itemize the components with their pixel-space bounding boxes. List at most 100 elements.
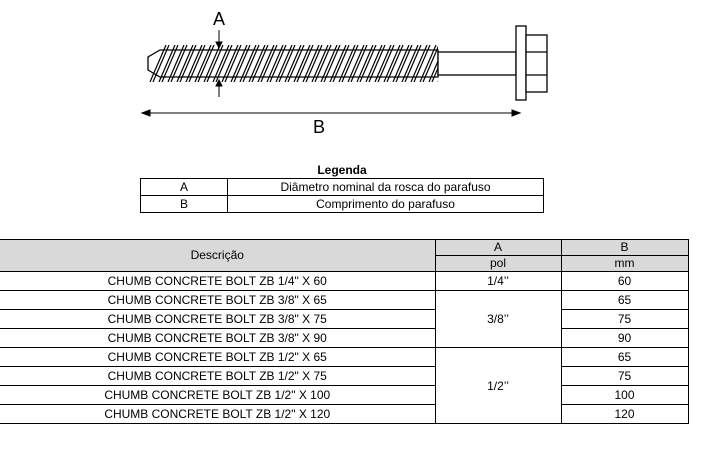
legend-value: Diâmetro nominal da rosca do parafuso — [227, 178, 544, 196]
cell-a: 1/4’’ — [434, 271, 562, 291]
thread-line — [413, 45, 431, 82]
cell-b: 65 — [560, 347, 689, 367]
thread-line — [167, 45, 185, 82]
cell-b: 75 — [560, 309, 689, 329]
dimension-a-label: A — [213, 9, 225, 29]
cell-b: 100 — [560, 385, 689, 405]
legend-key: A — [140, 178, 228, 196]
header-a-unit: pol — [434, 255, 562, 272]
cell-b: 75 — [560, 366, 689, 386]
thread-line — [347, 45, 365, 82]
thread-line — [212, 45, 230, 82]
thread-line — [158, 45, 176, 82]
thread-line — [251, 45, 269, 82]
thread-line — [284, 45, 302, 82]
thread-line — [428, 59, 438, 82]
thread-line — [419, 45, 437, 82]
cell-b: 120 — [560, 404, 689, 424]
thread-line — [248, 45, 266, 82]
thread-line — [242, 45, 260, 82]
cell-descricao: CHUMB CONCRETE BOLT ZB 1/2" X 75 — [0, 366, 436, 386]
bolt-head — [515, 25, 548, 101]
table-row: CHUMB CONCRETE BOLT ZB 3/8" X 90 90 — [0, 328, 689, 348]
product-table-wrapper: Descrição A B pol mm CHUMB CONCRETE BOLT… — [0, 239, 689, 424]
thread-line — [359, 45, 377, 82]
cell-b: 90 — [560, 328, 689, 348]
thread-line — [257, 45, 275, 82]
thread-line — [278, 45, 296, 82]
thread-line — [188, 45, 206, 82]
legend-value: Comprimento do parafuso — [227, 195, 544, 213]
thread-line — [314, 45, 332, 82]
dimension-b — [140, 109, 522, 117]
thread-line — [320, 45, 338, 82]
thread-line — [233, 45, 251, 82]
legend-table: A Diâmetro nominal da rosca do parafuso … — [140, 178, 544, 213]
legend-row: B Comprimento do parafuso — [140, 195, 544, 213]
thread-line — [368, 45, 386, 82]
thread-line — [170, 45, 188, 82]
thread-line — [194, 45, 212, 82]
table-row: CHUMB CONCRETE BOLT ZB 1/2" X 120 120 — [0, 404, 689, 424]
cell-descricao: CHUMB CONCRETE BOLT ZB 1/2" X 120 — [0, 404, 436, 424]
table-row: CHUMB CONCRETE BOLT ZB 1/2" X 65 1/2’’ 6… — [0, 347, 689, 424]
legend-key: B — [140, 195, 228, 213]
legend-title: Legenda — [317, 163, 367, 177]
cell-a: 3/8’’ — [434, 290, 562, 348]
thread-line — [215, 45, 233, 82]
thread-line — [383, 45, 401, 82]
thread-line — [350, 45, 368, 82]
thread-line — [206, 45, 224, 82]
thread-line — [377, 45, 395, 82]
dimension-b-label: B — [313, 117, 325, 137]
thread-line — [176, 45, 194, 82]
header-row: Descrição A B — [0, 239, 689, 272]
dimension-a — [215, 30, 223, 97]
cell-descricao: CHUMB CONCRETE BOLT ZB 1/4" X 60 — [0, 271, 436, 291]
header-a: A — [434, 239, 562, 256]
bolt-shank — [147, 49, 439, 78]
header-b: B — [560, 239, 689, 256]
thread-line — [341, 45, 359, 82]
thread-line — [302, 45, 320, 82]
thread-line — [329, 45, 347, 82]
cell-descricao: CHUMB CONCRETE BOLT ZB 1/2" X 65 — [0, 347, 436, 367]
thread-line — [305, 45, 323, 82]
cell-descricao: CHUMB CONCRETE BOLT ZB 3/8" X 75 — [0, 309, 436, 329]
header-b-unit: mm — [560, 255, 689, 272]
thread-line — [224, 45, 242, 82]
table-row: CHUMB CONCRETE BOLT ZB 3/8" X 65 3/8’’ 6… — [0, 290, 689, 348]
header-descricao: Descrição — [0, 239, 436, 272]
thread-line — [197, 45, 215, 82]
cell-b: 60 — [560, 271, 689, 291]
thread-line — [185, 45, 203, 82]
thread-line — [392, 45, 410, 82]
thread-line — [230, 45, 248, 82]
thread-line — [161, 45, 179, 82]
table-row: CHUMB CONCRETE BOLT ZB 1/4" X 60 1/4’’ 6… — [0, 271, 689, 291]
thread-line — [365, 45, 383, 82]
thread-line — [395, 45, 413, 82]
thread-line — [221, 45, 239, 82]
thread-line — [275, 45, 293, 82]
cell-descricao: CHUMB CONCRETE BOLT ZB 3/8" X 90 — [0, 328, 436, 348]
thread-lines — [149, 45, 438, 82]
bolt-smooth-shank — [437, 51, 517, 76]
thread-line — [149, 45, 167, 82]
cell-a: 1/2’’ — [434, 347, 562, 424]
product-table: Descrição A B pol mm CHUMB CONCRETE BOLT… — [0, 239, 689, 424]
thread-line — [152, 45, 170, 82]
thread-line — [356, 45, 374, 82]
thread-line — [401, 45, 419, 82]
thread-line — [203, 45, 221, 82]
thread-line — [431, 66, 438, 82]
cell-descricao: CHUMB CONCRETE BOLT ZB 3/8" X 65 — [0, 290, 436, 310]
thread-line — [239, 45, 257, 82]
cell-descricao: CHUMB CONCRETE BOLT ZB 1/2" X 100 — [0, 385, 436, 405]
thread-line — [311, 45, 329, 82]
thread-line — [386, 45, 404, 82]
thread-line — [422, 45, 438, 82]
thread-line — [287, 45, 305, 82]
legend: Legenda A Diâmetro nominal da rosca do p… — [140, 163, 544, 213]
header-unit-row: pol mm — [0, 255, 689, 272]
